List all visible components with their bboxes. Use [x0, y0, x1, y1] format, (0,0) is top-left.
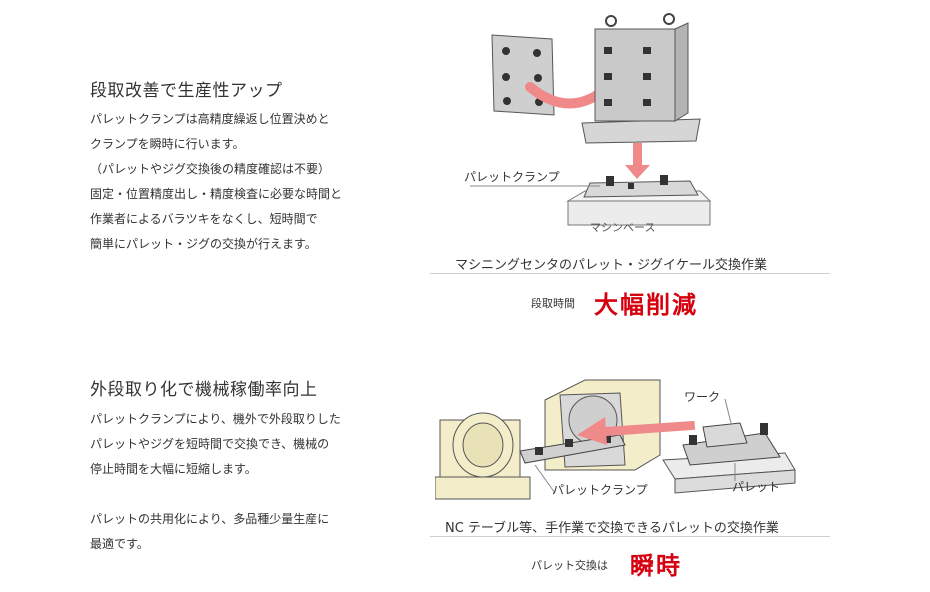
machine-base-label: マシンベース [590, 221, 656, 234]
section2-line-4 [90, 482, 341, 507]
tailstock-icon [435, 412, 531, 500]
section2-line-3: 停止時間を大幅に短縮します。 [90, 462, 257, 476]
section2-line-2: パレットやジグを短時間で交換でき、機械の [90, 437, 330, 451]
section2-heading: 外段取り化で機械稼働率向上 [90, 380, 318, 400]
machining-center-illustration [470, 13, 712, 226]
section1-result-value: 大幅削減 [594, 291, 698, 319]
section2-divider [430, 536, 830, 537]
fixture-plate-icon [491, 34, 555, 116]
section2-result-label: パレット交換は [531, 559, 608, 572]
section1-heading: 段取改善で生産性アップ [90, 81, 283, 101]
section2-line-1: パレットクランプにより、機外で外段取りした [90, 412, 341, 426]
machine-base-icon [566, 175, 712, 226]
section1-line-5: 作業者によるバラツキをなくし、短時間で [90, 212, 318, 226]
section1-line-3: （パレットやジグ交換後の精度確認は不要） [90, 162, 331, 176]
section2-result-value: 瞬時 [630, 552, 682, 580]
section2-caption: NC テーブル等、手作業で交換できるパレットの交換作業 [445, 521, 779, 536]
section1-caption: マシニングセンタのパレット・ジグイケール交換作業 [455, 258, 768, 273]
section1-divider [430, 273, 830, 274]
work-label: ワーク [684, 390, 721, 404]
tombstone-fixture-icon [581, 13, 701, 144]
pallet-stand-icon [662, 422, 796, 494]
section2-line-6: 最適です。 [90, 537, 149, 551]
section2-line-5: パレットの共用化により、多品種少量生産に [90, 512, 330, 526]
pallet-clamp-callout-1: パレットクランプ [464, 170, 560, 184]
section1-line-2: クランプを瞬時に行います。 [90, 137, 245, 151]
section1-line-1: パレットクランプは高精度繰返し位置決めと [90, 112, 330, 126]
section1-line-6: 簡単にパレット・ジグの交換が行えます。 [90, 237, 317, 251]
pallet-clamp-callout-2: パレットクランプ [552, 483, 648, 497]
section2-description: パレットクランプにより、機外で外段取りした パレットやジグを短時間で交換でき、機… [90, 407, 341, 557]
section1-line-4: 固定・位置精度出し・精度検査に必要な時間と [90, 187, 343, 201]
down-arrow-icon [633, 143, 642, 167]
rotary-table-illustration [435, 379, 796, 500]
section1-result-label: 段取時間 [531, 297, 575, 310]
pallet-label: パレット [732, 480, 781, 494]
section1-description: パレットクランプは高精度繰返し位置決めと クランプを瞬時に行います。 （パレット… [90, 107, 342, 257]
transfer-arrow-2-icon [604, 420, 696, 437]
